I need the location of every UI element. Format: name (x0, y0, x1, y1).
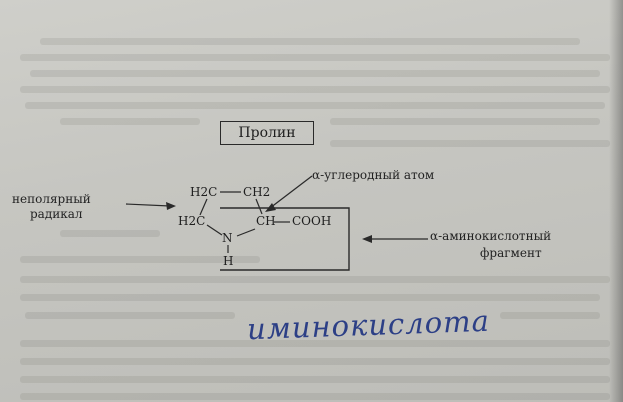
chem-nitrogen: N (222, 231, 233, 245)
chem-top-left: H2C (190, 185, 218, 199)
page-edge-shadow (609, 0, 623, 402)
chem-top-right: CH2 (243, 185, 271, 199)
chem-mid-left: H2C (178, 214, 206, 228)
arrow-head-nonpolar (166, 202, 176, 210)
chem-hydrogen: H (223, 254, 234, 268)
arrow-nonpolar (125, 203, 171, 207)
label-alpha-amino-2: фрагмент (480, 246, 542, 260)
amino-fragment-box (220, 207, 350, 271)
label-alpha-carbon: α-углеродный атом (312, 168, 435, 182)
label-alpha-amino-1: α-аминокислотный (430, 229, 552, 243)
chem-ch: CH (256, 214, 276, 228)
label-nonpolar-1: неполярный (12, 192, 91, 206)
bond-left (199, 198, 208, 216)
bond-right (255, 198, 263, 215)
figure-title: Пролин (220, 121, 314, 145)
arrow-alpha-carbon (269, 175, 313, 209)
bond-left-n (206, 224, 223, 236)
arrow-head-alpha-amino (362, 235, 372, 243)
bond-ch-n (236, 228, 256, 237)
label-nonpolar-2: радикал (30, 207, 83, 221)
chem-cooh: COOH (292, 214, 332, 228)
